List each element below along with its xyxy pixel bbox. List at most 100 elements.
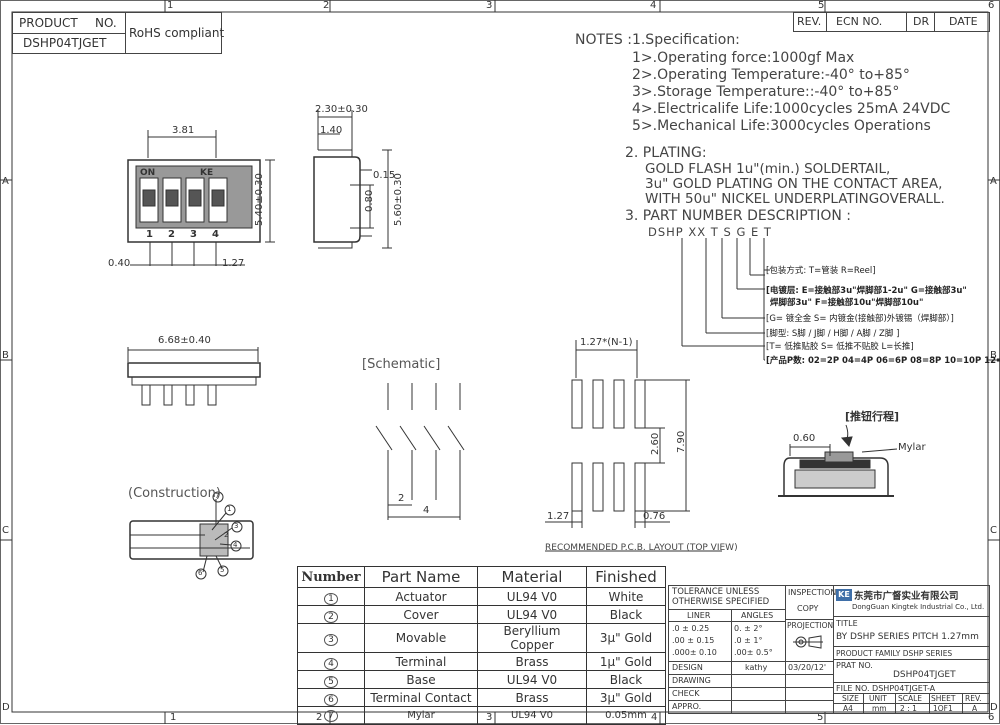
row-part: Terminal Contact	[364, 688, 478, 707]
date-col: DATE	[949, 15, 978, 28]
row-finish: 3μ" Gold	[586, 623, 666, 653]
push-travel-label: [推钮行程]	[845, 410, 900, 423]
plating-title: 2. PLATING:	[625, 145, 707, 161]
pn-packaging: [包装方式: T=管装 R=Reel]	[766, 266, 876, 276]
dim-pitch: 1.27*(N-1)	[580, 337, 633, 348]
plating-3: WITH 50u" NICKEL UNDERPLATINGOVERALL.	[645, 191, 945, 207]
zone-top-4: 4	[650, 0, 657, 11]
dim-7-90: 7.90	[676, 430, 687, 453]
pn-plating-2: 焊脚部3u" F=接触部10u"焊脚部10u"	[770, 298, 924, 308]
mylar-label: Mylar	[898, 442, 926, 453]
title-block: TOLERANCE UNLESS OTHERWISE SPECIFIED LIN…	[668, 585, 990, 714]
row-part: Mylar	[364, 706, 478, 725]
row-finish: 1μ" Gold	[586, 652, 666, 671]
spec-3: 3>.Storage Temperature::-40° to+85°	[632, 84, 900, 100]
spec-5: 5>.Mechanical Life:3000cycles Operations	[632, 118, 931, 134]
tolerance-2: OTHERWISE SPECIFIED	[672, 597, 770, 607]
pin-4: 4	[212, 229, 219, 240]
header-finished: Finished	[586, 566, 666, 588]
callout-3: 3	[234, 522, 239, 530]
sheet-header: SHEET	[931, 694, 956, 703]
dim-0-76: 0.76	[643, 511, 666, 522]
row-finish: White	[586, 587, 666, 606]
row-material: Brass	[477, 652, 587, 671]
row-finish: Black	[586, 605, 666, 624]
header-part-name: Part Name	[364, 566, 478, 588]
pn-pin-count: [产品P数: 02=2P 04=4P 06=6P 08=8P 10=10P 12…	[766, 356, 1000, 366]
dim-2-60: 2.60	[650, 432, 661, 455]
row-material: Brass	[477, 688, 587, 707]
row-finish: Black	[586, 670, 666, 689]
rev-col: REV.	[797, 15, 822, 28]
on-label: ON	[140, 168, 156, 178]
dim-0-60: 0.60	[793, 433, 816, 444]
row-number: 6	[324, 693, 338, 706]
inspection-label: INSPECTION	[788, 588, 837, 597]
no-label: NO.	[95, 16, 117, 30]
angles-label: ANGLES	[741, 611, 774, 620]
row-number: 5	[324, 675, 338, 688]
zone-right-d: D	[990, 702, 998, 713]
zone-top-1: 1	[167, 0, 174, 11]
check-label: CHECK	[672, 689, 700, 698]
tol-liner-2: .00 ± 0.15	[672, 636, 715, 645]
dr-col: DR	[913, 15, 930, 28]
construction-label: (Construction)	[128, 486, 221, 501]
designer: kathy	[745, 663, 768, 672]
copy-label: COPY	[797, 604, 819, 613]
ecn-col: ECN NO.	[836, 15, 883, 28]
tol-angle-1: 0. ± 2°	[734, 624, 763, 633]
rev-value: A	[972, 704, 978, 713]
product-label: PRODUCT	[19, 16, 78, 30]
notes-title: NOTES :1.Specification:	[575, 32, 740, 48]
dim-3-81: 3.81	[172, 125, 195, 136]
design-date: 03/20/12'	[788, 663, 827, 672]
pn-title: 3. PART NUMBER DESCRIPTION :	[625, 208, 851, 224]
row-material: UL94 V0	[477, 706, 587, 725]
part-no: DSHP04TJGET	[893, 670, 956, 680]
row-material: UL94 V0	[477, 605, 587, 624]
zone-right-b: B	[990, 350, 997, 361]
zone-top-3: 3	[486, 0, 493, 11]
row-part: Base	[364, 670, 478, 689]
spec-1: 1>.Operating force:1000gf Max	[632, 50, 855, 66]
scale-header: SCALE	[898, 694, 923, 703]
product-number: DSHP04TJGET	[23, 36, 107, 50]
dim-4: 4	[423, 505, 430, 516]
ke-label: KE	[200, 168, 214, 178]
row-part: Movable	[364, 623, 478, 653]
company-en: DongGuan Kingtek Industrial Co., Ltd.	[852, 603, 985, 611]
header-material: Material	[477, 566, 587, 588]
product-header-box: PRODUCT NO. DSHP04TJGET RoHS compliant	[12, 12, 225, 54]
pn-plating-1: [电镀层: E=接触部3u"焊脚部1-2u" G=接触部3u"	[766, 286, 967, 296]
tol-angle-3: .00± 0.5°	[734, 648, 773, 657]
zone-bottom-5: 5	[817, 712, 824, 723]
product-family: PRODUCT FAMILY DSHP SERIES	[836, 649, 953, 658]
row-finish: 0.05mm	[586, 706, 666, 725]
tol-liner-1: .0 ± 0.25	[672, 624, 710, 633]
dim-0-15: 0.15	[373, 170, 396, 181]
liner-label: LINER	[687, 611, 711, 620]
dim-1-27: 1.27	[222, 258, 245, 269]
dim-0-40: 0.40	[108, 258, 131, 269]
rohs-label: RoHS compliant	[129, 26, 225, 40]
unit-header: UNIT	[869, 694, 887, 703]
unit-value: mm	[872, 704, 887, 713]
row-number: 3	[324, 634, 338, 646]
schematic-label: [Schematic]	[362, 357, 441, 372]
spec-2: 2>.Operating Temperature:-40° to+85°	[632, 67, 910, 83]
callout-4: 4	[233, 541, 238, 549]
row-number: 4	[324, 657, 338, 670]
pin-2: 2	[168, 229, 175, 240]
row-number: 1	[324, 592, 338, 605]
size-value: A4	[843, 704, 853, 713]
zone-right-a: A	[990, 176, 997, 187]
row-number: 2	[324, 610, 338, 623]
title-label: TITLE	[836, 619, 858, 628]
rev-header: REV.	[965, 694, 982, 703]
company-cn: 东莞市广督实业有限公司	[854, 591, 959, 602]
